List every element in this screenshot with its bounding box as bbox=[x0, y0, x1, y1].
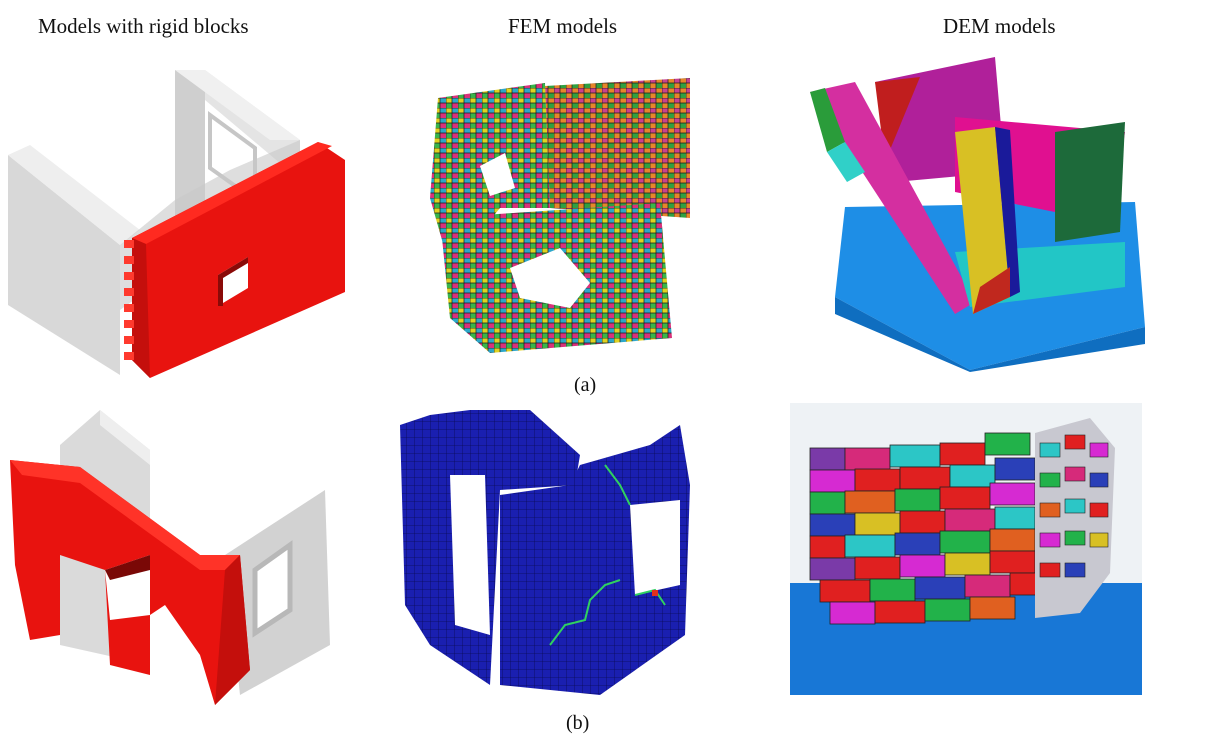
caption-row-b: (b) bbox=[566, 712, 590, 734]
column-header-fem: FEM models bbox=[508, 14, 618, 38]
column-header-dem: DEM models bbox=[943, 14, 1056, 38]
dem-model-b-image bbox=[790, 403, 1142, 695]
column-header-rigid: Models with rigid blocks bbox=[38, 14, 249, 38]
fem-model-b-image bbox=[400, 410, 690, 695]
fem-model-a-image bbox=[430, 78, 690, 353]
rigid-model-a-image bbox=[8, 70, 345, 378]
caption-row-a: (a) bbox=[574, 374, 597, 396]
rigid-model-b-image bbox=[10, 410, 330, 705]
dem-model-a-image bbox=[810, 57, 1145, 372]
